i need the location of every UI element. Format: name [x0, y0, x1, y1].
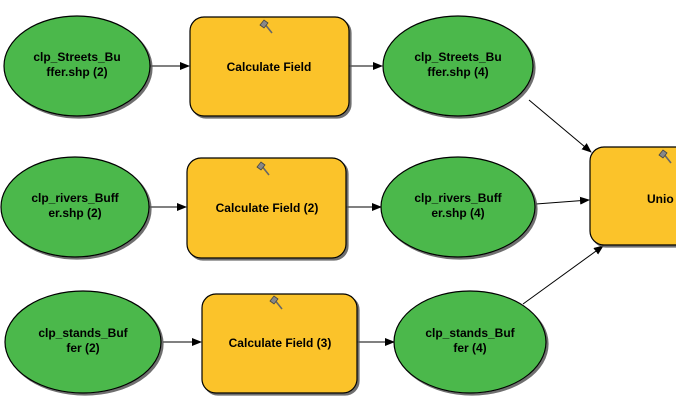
data-node-label-line: clp_rivers_Buff: [414, 191, 502, 205]
tool-node-label: Unio: [647, 192, 674, 206]
data-node-stands-input[interactable]: clp_stands_Buf fer (2): [4, 290, 162, 394]
tool-node-calculate-field-3[interactable]: Calculate Field (3): [201, 293, 358, 394]
connector-rivers-out-to-union: [535, 196, 590, 205]
data-node-label-line: clp_stands_Buf: [425, 326, 515, 340]
data-node-label-line: ffer.shp (2): [46, 65, 107, 79]
data-node-label-line: clp_Streets_Bu: [33, 50, 120, 64]
tool-node-label: Calculate Field (2): [216, 201, 319, 215]
data-node-streets-input[interactable]: clp_Streets_Bu ffer.shp (2): [3, 15, 151, 117]
tool-node-label: Calculate Field (3): [229, 336, 332, 350]
data-node-rivers-input[interactable]: clp_rivers_Buff er.shp (2): [0, 156, 150, 258]
connectors: [149, 62, 604, 346]
connector-streets-out-to-union: [528, 99, 592, 153]
data-node-rivers-output[interactable]: clp_rivers_Buff er.shp (4): [380, 156, 536, 258]
data-node-label-line: fer (4): [453, 341, 486, 355]
tool-node-calculate-field-2[interactable]: Calculate Field (2): [186, 157, 347, 259]
data-node-label-line: clp_rivers_Buff: [31, 191, 119, 205]
tool-node-label: Calculate Field: [227, 60, 312, 74]
connector-stands-out-to-union: [522, 245, 604, 305]
data-node-streets-output[interactable]: clp_Streets_Bu ffer.shp (4): [382, 15, 534, 117]
data-node-label-line: clp_stands_Buf: [38, 326, 128, 340]
data-node-label-line: er.shp (4): [431, 206, 484, 220]
data-node-stands-output[interactable]: clp_stands_Buf fer (4): [393, 290, 547, 394]
tool-node-calculate-field-1[interactable]: Calculate Field: [189, 16, 350, 117]
data-node-label-line: clp_Streets_Bu: [414, 50, 501, 64]
data-node-label-line: fer (2): [66, 341, 99, 355]
data-node-label-line: ffer.shp (4): [427, 65, 488, 79]
tool-node-union[interactable]: Unio: [589, 146, 676, 246]
data-node-label-line: er.shp (2): [48, 206, 101, 220]
